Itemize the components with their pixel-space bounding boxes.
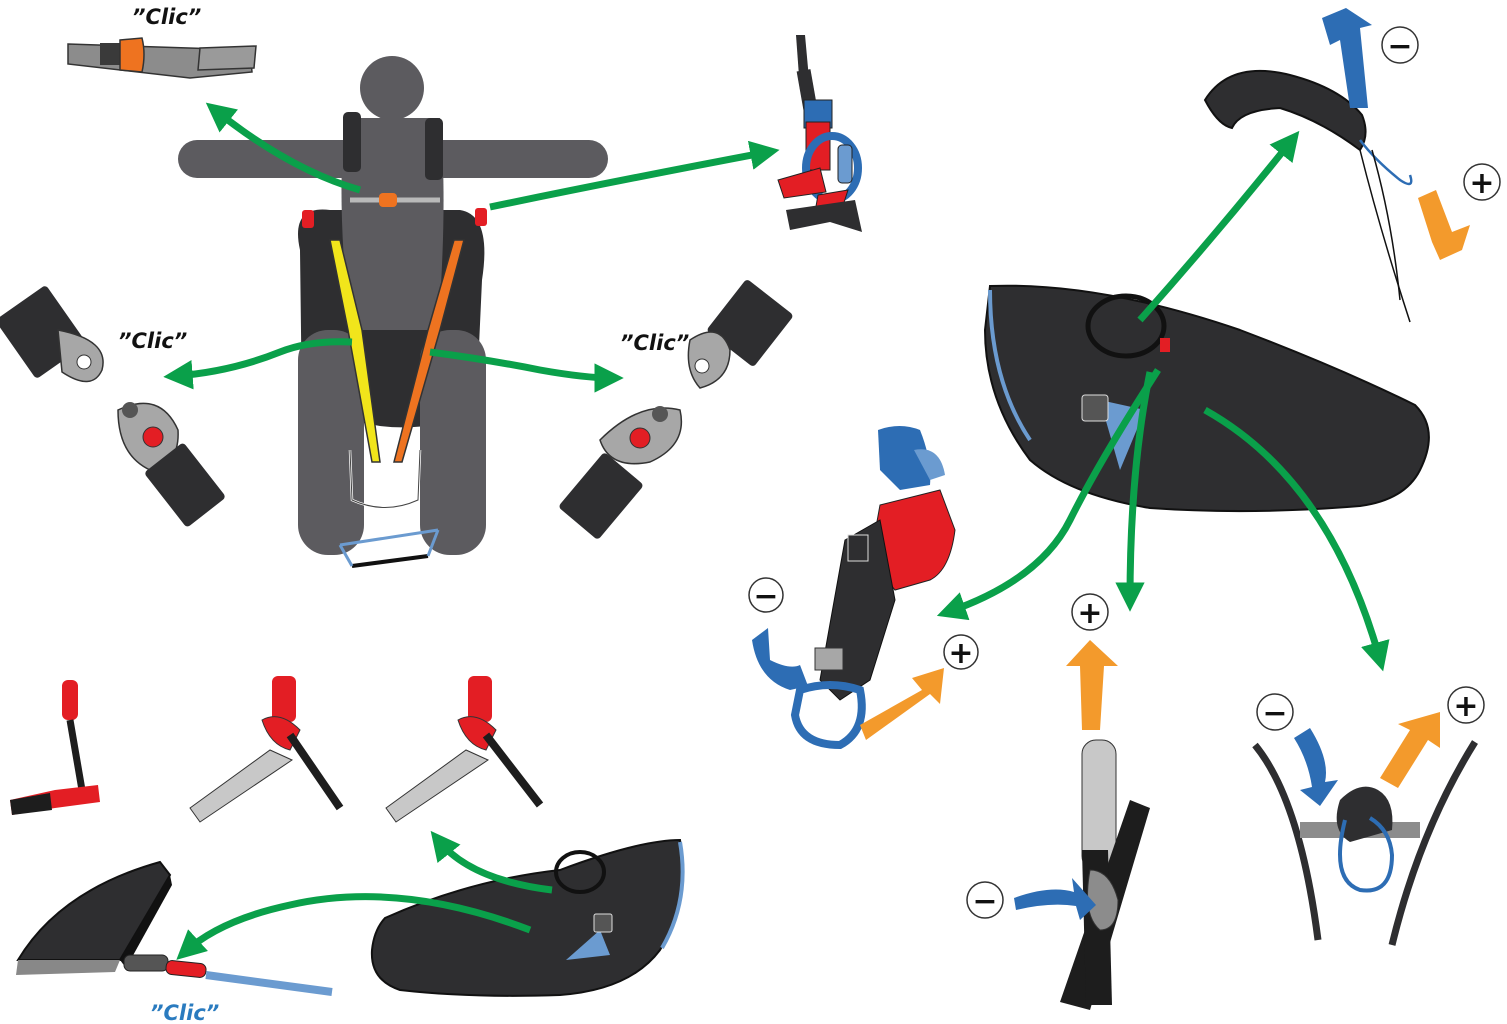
clic-label-bottom: ”Clic”: [150, 1001, 219, 1024]
plus-badge-leg: +: [1071, 593, 1109, 631]
minus-badge-leg: −: [966, 881, 1004, 919]
green-arrows-cockpit: [176, 830, 553, 960]
minus-badge-reserve: −: [1381, 26, 1419, 64]
shoulder-strap-detail: [790, 426, 956, 750]
plus-badge-backrest: +: [1447, 686, 1485, 724]
orange-adjust-arrow-reserve: [1418, 190, 1470, 260]
leg-strap-detail: [1060, 739, 1150, 1010]
orange-adjust-arrow-strap: [860, 668, 944, 740]
harness-side-view: [983, 284, 1430, 513]
blue-adjust-arrow-strap: [752, 628, 808, 690]
clic-label-right: ”Clic”: [620, 331, 689, 355]
carabiner-detail: [777, 35, 862, 232]
minus-symbol: −: [753, 579, 778, 614]
blue-adjust-arrow-reserve: [1322, 8, 1372, 108]
minus-badge-strap: −: [748, 577, 784, 614]
blue-adjust-arrow-leg: [1014, 878, 1096, 920]
blue-adjust-arrow-backrest: [1294, 728, 1338, 806]
minus-badge-backrest: −: [1256, 693, 1294, 731]
plus-symbol: +: [948, 636, 973, 671]
backrest-detail: [1252, 740, 1478, 946]
chest-buckle-detail: [67, 37, 257, 79]
orange-adjust-arrow-backrest: [1380, 712, 1440, 788]
plus-symbol: +: [1469, 166, 1494, 201]
green-arrows-pilot: [163, 102, 780, 393]
reserve-handle-detail: [1203, 69, 1413, 323]
pilot-figure: [178, 56, 608, 568]
plus-symbol: +: [1077, 596, 1102, 631]
plus-symbol: +: [1453, 689, 1478, 724]
minus-symbol: −: [1387, 29, 1412, 64]
right-buckle-detail: [559, 280, 793, 539]
orange-adjust-arrow-leg: [1066, 640, 1118, 730]
chest-buckle-icon: [379, 193, 397, 207]
cockpit-harness-small: [370, 838, 685, 997]
clic-label-left: ”Clic”: [118, 329, 187, 353]
left-buckle-detail: [0, 286, 225, 527]
minus-symbol: −: [1262, 696, 1287, 731]
plus-badge-strap: +: [943, 634, 979, 671]
speedbar-connector-detail: [16, 860, 333, 996]
minus-symbol: −: [972, 884, 997, 919]
green-arrows-harness: [936, 130, 1390, 672]
plus-badge-reserve: +: [1463, 163, 1501, 201]
clic-label-top: ”Clic”: [132, 5, 201, 29]
brake-handle-steps: [10, 676, 544, 823]
